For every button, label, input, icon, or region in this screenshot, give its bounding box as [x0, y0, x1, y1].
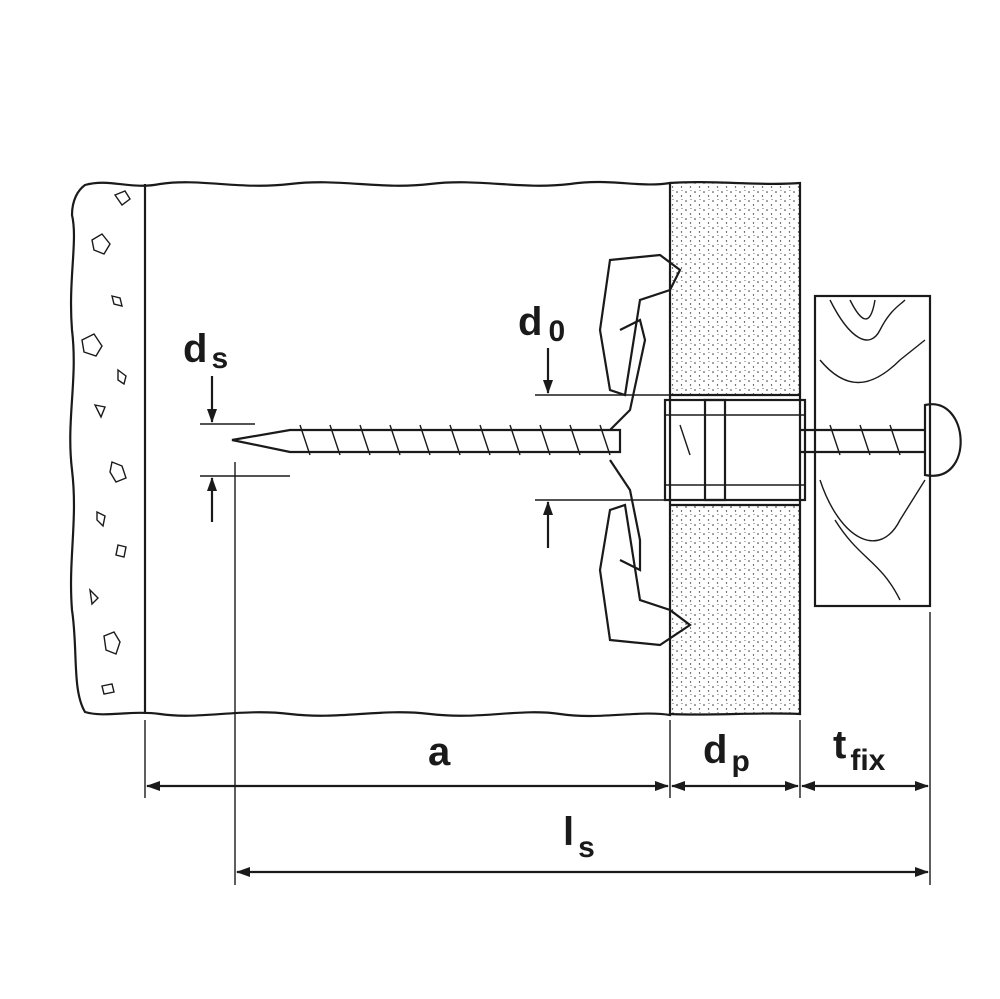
plasterboard — [669, 181, 802, 716]
extension-lines — [144, 462, 931, 885]
screw-head — [923, 403, 962, 477]
hollow-wall-anchor — [598, 253, 807, 647]
wall-cavity — [69, 180, 672, 718]
label-a: a — [428, 730, 451, 774]
concrete-aggregate — [81, 190, 131, 695]
screw — [231, 403, 962, 477]
